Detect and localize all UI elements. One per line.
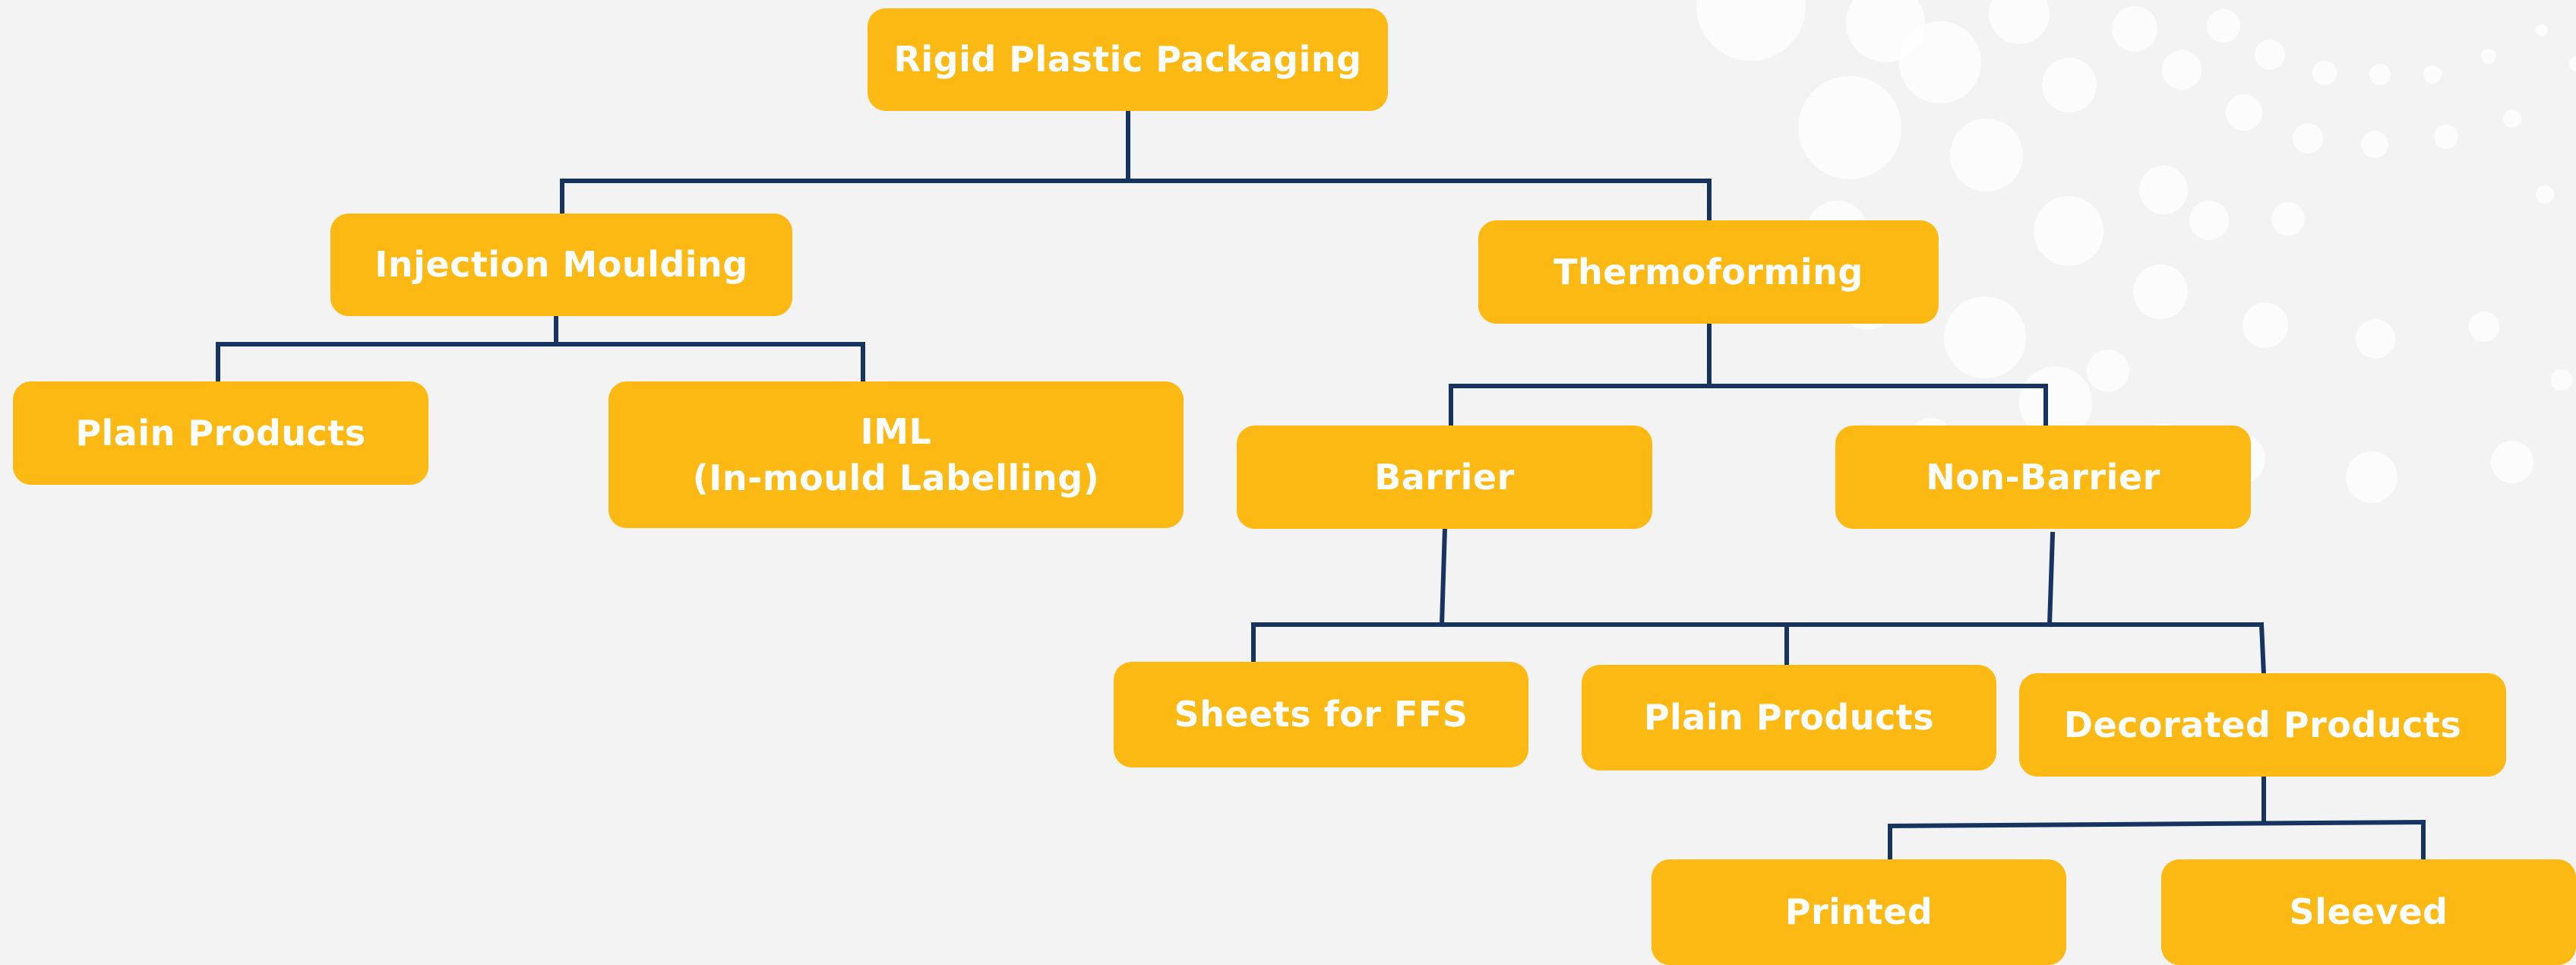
node-label: Printed: [1784, 891, 1933, 933]
decorative-dot: [2481, 49, 2496, 64]
decorative-dot: [2271, 202, 2305, 236]
decorative-dot: [2491, 441, 2533, 483]
decorative-dot: [2133, 264, 2188, 319]
decorative-dot: [2434, 125, 2458, 149]
node-thermoforming: Thermoforming: [1478, 220, 1939, 324]
decorative-dot: [2207, 9, 2240, 43]
node-label: Rigid Plastic Packaging: [893, 39, 1362, 81]
connector-injection-moulding-children: [216, 311, 865, 384]
decorative-dot: [2112, 6, 2157, 52]
decorative-dot: [2469, 312, 2499, 342]
decorative-dot: [2536, 185, 2554, 204]
decorative-dot: [2243, 302, 2288, 348]
decorative-dot: [2087, 350, 2129, 392]
node-label: Barrier: [1374, 456, 1515, 498]
decorative-dot: [2551, 369, 2572, 391]
node-decorated-products: Decorated Products: [2019, 673, 2506, 777]
node-label: Thermoforming: [1554, 251, 1863, 293]
node-rigid-plastic-packaging: Rigid Plastic Packaging: [868, 8, 1388, 111]
decorative-dot: [2536, 24, 2548, 36]
decorative-dot: [2139, 166, 2188, 214]
decorative-dot: [2369, 64, 2391, 85]
decorative-dot: [2162, 50, 2201, 90]
decorative-dot: [2356, 319, 2395, 359]
decorative-dot: [1944, 296, 2026, 378]
decorative-dot: [1899, 21, 1981, 103]
decorative-dot: [2423, 65, 2442, 84]
decorative-dot: [2312, 61, 2337, 85]
decorative-dot: [1989, 0, 2050, 44]
connector-root-to-level1: [560, 108, 1712, 224]
node-plain-products-thermoforming: Plain Products: [1582, 665, 1996, 770]
node-label: Sleeved: [2289, 891, 2448, 933]
decorative-dot: [2034, 196, 2103, 266]
node-plain-products-injection: Plain Products: [13, 381, 428, 485]
decorative-dot: [2503, 109, 2521, 128]
node-label: Sheets for FFS: [1174, 694, 1468, 736]
node-label: Decorated Products: [2063, 704, 2462, 745]
connector-decorated-products-children: [1887, 773, 2426, 863]
decorative-dot: [2361, 131, 2388, 158]
node-label: Plain Products: [75, 412, 366, 454]
node-injection-moulding: Injection Moulding: [330, 214, 792, 316]
node-sleeved: Sleeved: [2161, 859, 2576, 965]
decorative-dot: [1798, 76, 1901, 179]
connector-thermoforming-children: [1449, 321, 2048, 430]
decorative-dot: [1950, 119, 2023, 191]
node-non-barrier: Non-Barrier: [1835, 426, 2251, 529]
decorative-dot: [2042, 58, 2097, 112]
decorative-dot: [2189, 201, 2229, 240]
node-label: Injection Moulding: [375, 244, 748, 286]
node-label-line1: IML: [860, 410, 932, 452]
node-iml: IML (In-mould Labelling): [608, 381, 1184, 528]
connector-barrier-nonbarrier-children: [1251, 525, 2267, 678]
decorative-dot: [2569, 56, 2576, 71]
decorative-dot: [2346, 451, 2397, 503]
decorative-dot: [2226, 94, 2262, 131]
decorative-dot: [2293, 123, 2323, 153]
node-sheets-for-ffs: Sheets for FFS: [1114, 662, 1528, 767]
node-label-line2: (In-mould Labelling): [692, 457, 1100, 498]
node-label: Plain Products: [1643, 697, 1935, 739]
decorative-dot: [2255, 40, 2285, 70]
node-printed: Printed: [1651, 859, 2066, 965]
decorative-dot: [1696, 0, 1806, 61]
node-label: Non-Barrier: [1926, 456, 2160, 498]
node-barrier: Barrier: [1237, 426, 1652, 529]
